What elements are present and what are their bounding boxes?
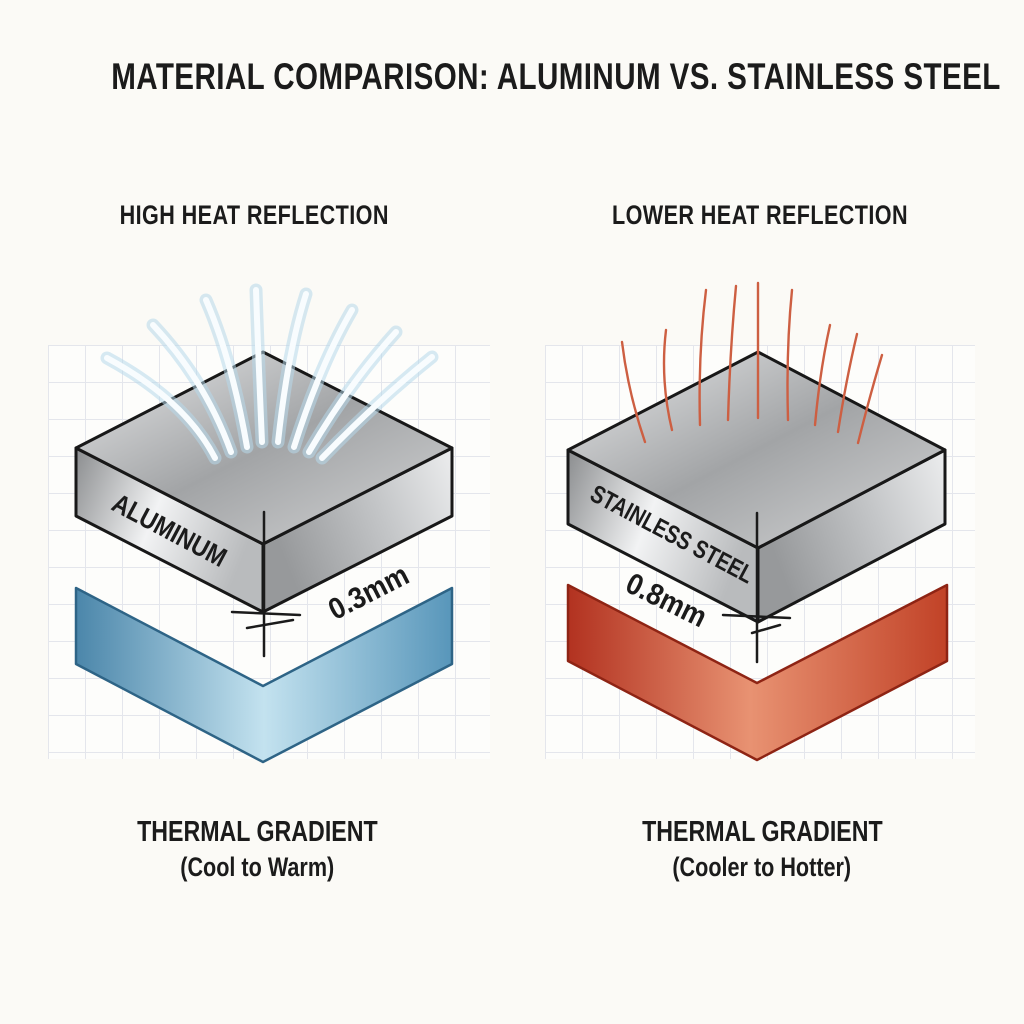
page-title: MATERIAL COMPARISON: ALUMINUM VS. STAINL… [0,56,1024,98]
left-caption-subtitle: (Cool to Warm) [180,852,334,882]
page-title-text: MATERIAL COMPARISON: ALUMINUM VS. STAINL… [111,56,1001,97]
left-caption-title: THERMAL GRADIENT [136,816,378,848]
high-reflection-rays [100,283,439,465]
right-caption-subtitle: (Cooler to Hotter) [672,852,852,882]
right-caption-title: THERMAL GRADIENT [641,816,883,848]
right-thermal-caption: THERMAL GRADIENT (Cooler to Hotter) [547,814,977,884]
stainless-steel-slab [566,350,947,624]
aluminum-dimension-line [230,510,302,658]
left-thermal-caption: THERMAL GRADIENT (Cool to Warm) [36,814,478,884]
right-panel-heading: LOWER HEAT REFLECTION [611,200,908,230]
blue-thermal-chevron [74,586,454,764]
left-panel-heading: HIGH HEAT REFLECTION [119,200,390,230]
low-reflection-rays [620,281,884,445]
steel-dimension-line [721,511,792,664]
red-thermal-chevron [566,583,949,762]
